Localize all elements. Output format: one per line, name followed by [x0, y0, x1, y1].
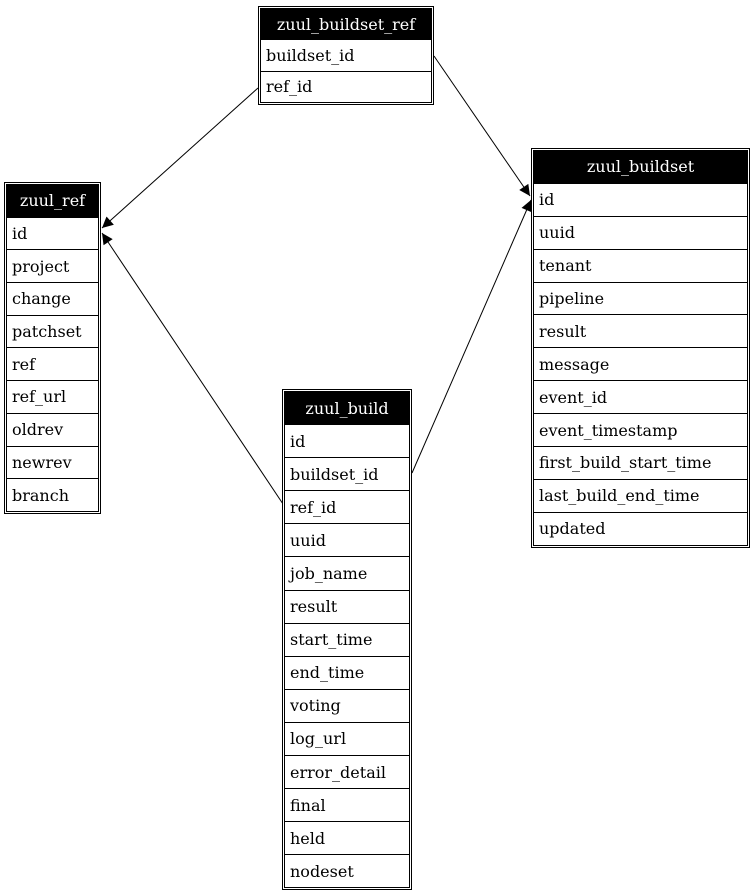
column-row: uuid [284, 523, 410, 558]
column-row: event_id [533, 380, 748, 415]
column-row: event_timestamp [533, 413, 748, 448]
column-row: ref [6, 347, 99, 382]
column-row: error_detail [284, 755, 410, 790]
column-row: updated [533, 511, 748, 546]
column-row: final [284, 788, 410, 823]
column-row: last_build_end_time [533, 478, 748, 513]
edge-buildset_ref-ref_id-to-ref-id [101, 87, 259, 229]
column-row: id [6, 216, 99, 251]
column-row: held [284, 821, 410, 856]
column-row: job_name [284, 556, 410, 591]
column-row: patchset [6, 314, 99, 349]
column-row: newrev [6, 445, 99, 480]
edge-build-ref_id-to-ref-id [101, 232, 284, 505]
column-row: message [533, 347, 748, 382]
column-row: ref_id [260, 70, 432, 103]
table-header-zuul_buildset: zuul_buildset [533, 150, 748, 184]
column-row: change [6, 282, 99, 316]
column-row: voting [284, 688, 410, 723]
column-row: nodeset [284, 854, 410, 889]
column-row: first_build_start_time [533, 446, 748, 480]
column-row: ref_url [6, 380, 99, 414]
column-row: tenant [533, 248, 748, 283]
column-row: log_url [284, 721, 410, 757]
table-header-zuul_buildset_ref: zuul_buildset_ref [260, 8, 432, 41]
column-row: pipeline [533, 281, 748, 316]
column-row: uuid [533, 215, 748, 250]
column-row: result [284, 589, 410, 624]
column-row: project [6, 249, 99, 284]
edge-build-buildset_id-to-buildset-id [411, 199, 532, 474]
column-row: buildset_id [260, 39, 432, 72]
table-header-zuul_ref: zuul_ref [6, 184, 99, 218]
table-header-zuul_build: zuul_build [284, 391, 410, 426]
column-row: buildset_id [284, 457, 410, 492]
column-row: start_time [284, 622, 410, 657]
column-row: id [533, 182, 748, 217]
column-row: oldrev [6, 412, 99, 447]
column-row: end_time [284, 655, 410, 690]
edge-buildset_ref-buildset_id-to-buildset-id [433, 55, 531, 197]
column-row: branch [6, 478, 99, 512]
column-row: result [533, 314, 748, 349]
column-row: ref_id [284, 490, 410, 525]
column-row: id [284, 424, 410, 459]
